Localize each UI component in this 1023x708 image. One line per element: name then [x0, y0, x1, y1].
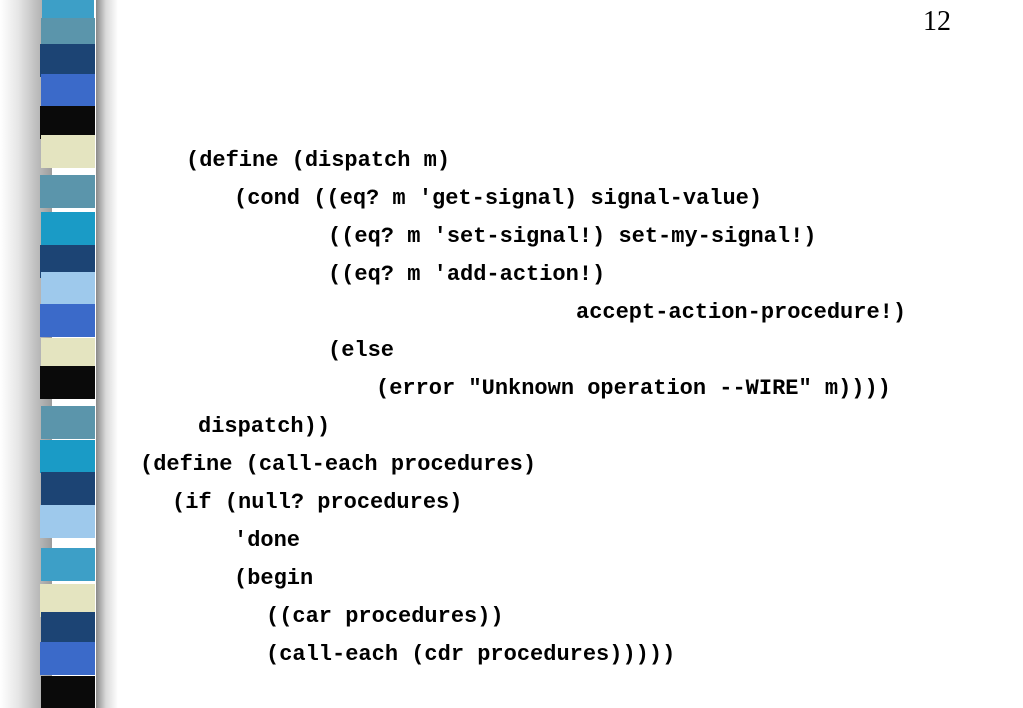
code-line: accept-action-procedure!) — [576, 300, 907, 325]
stripe — [40, 304, 95, 337]
stripe-shadow — [96, 0, 118, 708]
stripe — [40, 366, 95, 399]
stripe — [41, 74, 95, 107]
stripe — [41, 676, 95, 708]
code-line: ((eq? m 'add-action!) — [328, 262, 606, 287]
code-line: ((car procedures)) — [266, 604, 504, 629]
stripe — [41, 472, 95, 505]
stripe — [41, 548, 95, 581]
stripe — [40, 106, 95, 139]
code-line: (call-each (cdr procedures))))) — [266, 642, 676, 667]
stripe — [40, 175, 95, 208]
page-number: 12 — [923, 6, 951, 37]
stripe — [41, 338, 95, 371]
stripe — [40, 505, 95, 538]
stripe — [41, 612, 95, 645]
stripe — [40, 642, 95, 675]
code-line: (cond ((eq? m 'get-signal) signal-value) — [234, 186, 763, 211]
stripe — [41, 272, 95, 305]
code-line: 'done — [234, 528, 301, 553]
code-line: (define (dispatch m) — [186, 148, 451, 173]
stripe — [40, 440, 95, 473]
stripe — [40, 44, 95, 77]
stripe — [40, 584, 95, 617]
code-line: ((eq? m 'set-signal!) set-my-signal!) — [328, 224, 817, 249]
code-line: dispatch)) — [198, 414, 331, 439]
decorative-stripe-band — [40, 0, 100, 708]
code-line: (else — [328, 338, 395, 363]
stripe — [41, 406, 95, 439]
code-line: (if (null? procedures) — [172, 490, 463, 515]
stripe — [41, 135, 95, 168]
stripe — [41, 212, 95, 245]
code-line: (error "Unknown operation --WIRE" m)))) — [376, 376, 891, 401]
code-line: (define (call-each procedures) — [140, 452, 537, 477]
code-line: (begin — [234, 566, 314, 591]
